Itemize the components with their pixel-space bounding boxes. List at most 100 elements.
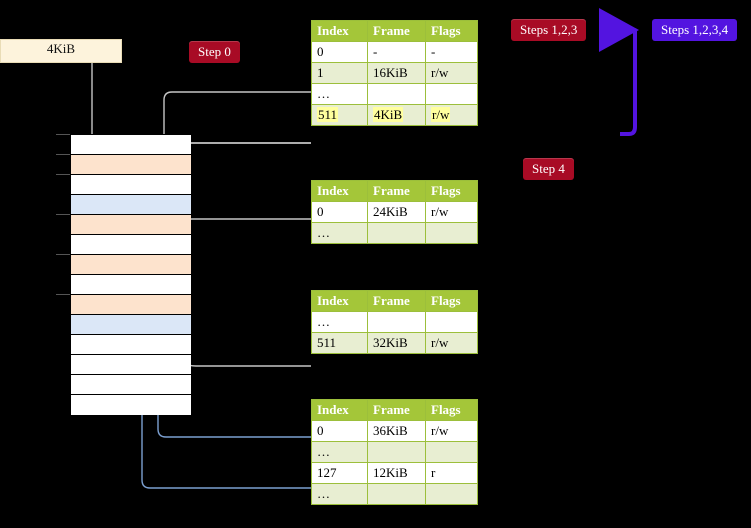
memory-cell-0[interactable]: [71, 135, 191, 155]
memory-tick-1: [56, 154, 70, 155]
badge-step-0[interactable]: Step 0: [189, 41, 240, 63]
cell-index: 127: [311, 462, 368, 484]
col-header-flags: Flags: [425, 180, 478, 202]
cell-frame: 32KiB: [367, 332, 426, 354]
cell-frame: 36KiB: [367, 420, 426, 442]
physical-memory-column[interactable]: [70, 134, 191, 415]
memory-cell-10[interactable]: [71, 335, 191, 355]
cell-frame: 16KiB: [367, 62, 426, 84]
cell-index: …: [311, 222, 368, 244]
cell-index: …: [311, 311, 368, 333]
memory-cell-1[interactable]: [71, 155, 191, 175]
cell-frame: -: [367, 41, 426, 63]
memory-tick-8: [56, 294, 70, 295]
cell-frame: [367, 441, 426, 463]
col-header-frame: Frame: [367, 20, 426, 42]
table-row[interactable]: …: [311, 311, 478, 333]
cell-index: …: [311, 441, 368, 463]
badge-steps-123[interactable]: Steps 1,2,3: [511, 19, 587, 41]
memory-tick-4: [56, 214, 70, 215]
col-header-index: Index: [311, 290, 368, 312]
table-row[interactable]: 0--: [311, 41, 478, 63]
cell-flags: r/w: [425, 104, 478, 126]
cell-flags: [425, 311, 478, 333]
cell-highlight: r/w: [431, 107, 451, 122]
memory-cell-7[interactable]: [71, 275, 191, 295]
table-row[interactable]: …: [311, 483, 478, 505]
size-box-label: 4KiB: [46, 41, 76, 56]
cell-frame: [367, 83, 426, 105]
col-header-flags: Flags: [425, 290, 478, 312]
memory-cell-3[interactable]: [71, 195, 191, 215]
table-row[interactable]: 511 4KiB r/w: [311, 104, 478, 126]
cell-frame: [367, 222, 426, 244]
cell-flags: r/w: [425, 201, 478, 223]
memory-cell-13[interactable]: [71, 395, 191, 415]
memory-cell-2[interactable]: [71, 175, 191, 195]
cell-flags: [425, 441, 478, 463]
cell-flags: r/w: [425, 332, 478, 354]
badge-step-4[interactable]: Step 4: [523, 158, 574, 180]
badge-steps-1234[interactable]: Steps 1,2,3,4: [652, 19, 738, 41]
cell-flags: [425, 222, 478, 244]
table-row[interactable]: …: [311, 222, 478, 244]
memory-guide-1: [159, 135, 160, 414]
memory-cell-8[interactable]: [71, 295, 191, 315]
cell-flags: -: [425, 41, 478, 63]
table-row[interactable]: …: [311, 83, 478, 105]
cell-flags: [425, 83, 478, 105]
col-header-frame: Frame: [367, 399, 426, 421]
col-header-flags: Flags: [425, 20, 478, 42]
cell-index: 511: [311, 332, 368, 354]
cell-index: 0: [311, 420, 368, 442]
cell-index: 0: [311, 41, 368, 63]
col-header-frame: Frame: [367, 180, 426, 202]
cell-index: …: [311, 483, 368, 505]
size-box-4kib: 4KiB: [0, 39, 122, 63]
cell-flags: r/w: [425, 420, 478, 442]
cell-flags: r: [425, 462, 478, 484]
memory-tick-6: [56, 254, 70, 255]
memory-cell-4[interactable]: [71, 215, 191, 235]
cell-index: 1: [311, 62, 368, 84]
col-header-index: Index: [311, 20, 368, 42]
col-header-frame: Frame: [367, 290, 426, 312]
memory-cell-12[interactable]: [71, 375, 191, 395]
col-header-index: Index: [311, 399, 368, 421]
col-header-index: Index: [311, 180, 368, 202]
memory-cell-11[interactable]: [71, 355, 191, 375]
cell-frame: 24KiB: [367, 201, 426, 223]
cell-index: …: [311, 83, 368, 105]
cell-frame: 12KiB: [367, 462, 426, 484]
cell-frame: [367, 311, 426, 333]
memory-cell-9[interactable]: [71, 315, 191, 335]
memory-tick-2: [56, 174, 70, 175]
cell-index: 0: [311, 201, 368, 223]
memory-guide-0: [121, 135, 122, 414]
col-header-flags: Flags: [425, 399, 478, 421]
memory-cell-6[interactable]: [71, 255, 191, 275]
cell-highlight: 511: [317, 107, 339, 122]
cell-frame: [367, 483, 426, 505]
cell-highlight: 4KiB: [373, 107, 404, 122]
memory-tick-0: [56, 134, 70, 135]
cell-index: 511: [311, 104, 368, 126]
cell-flags: r/w: [425, 62, 478, 84]
cell-frame: 4KiB: [367, 104, 426, 126]
cell-flags: [425, 483, 478, 505]
table-row[interactable]: …: [311, 441, 478, 463]
memory-cell-5[interactable]: [71, 235, 191, 255]
